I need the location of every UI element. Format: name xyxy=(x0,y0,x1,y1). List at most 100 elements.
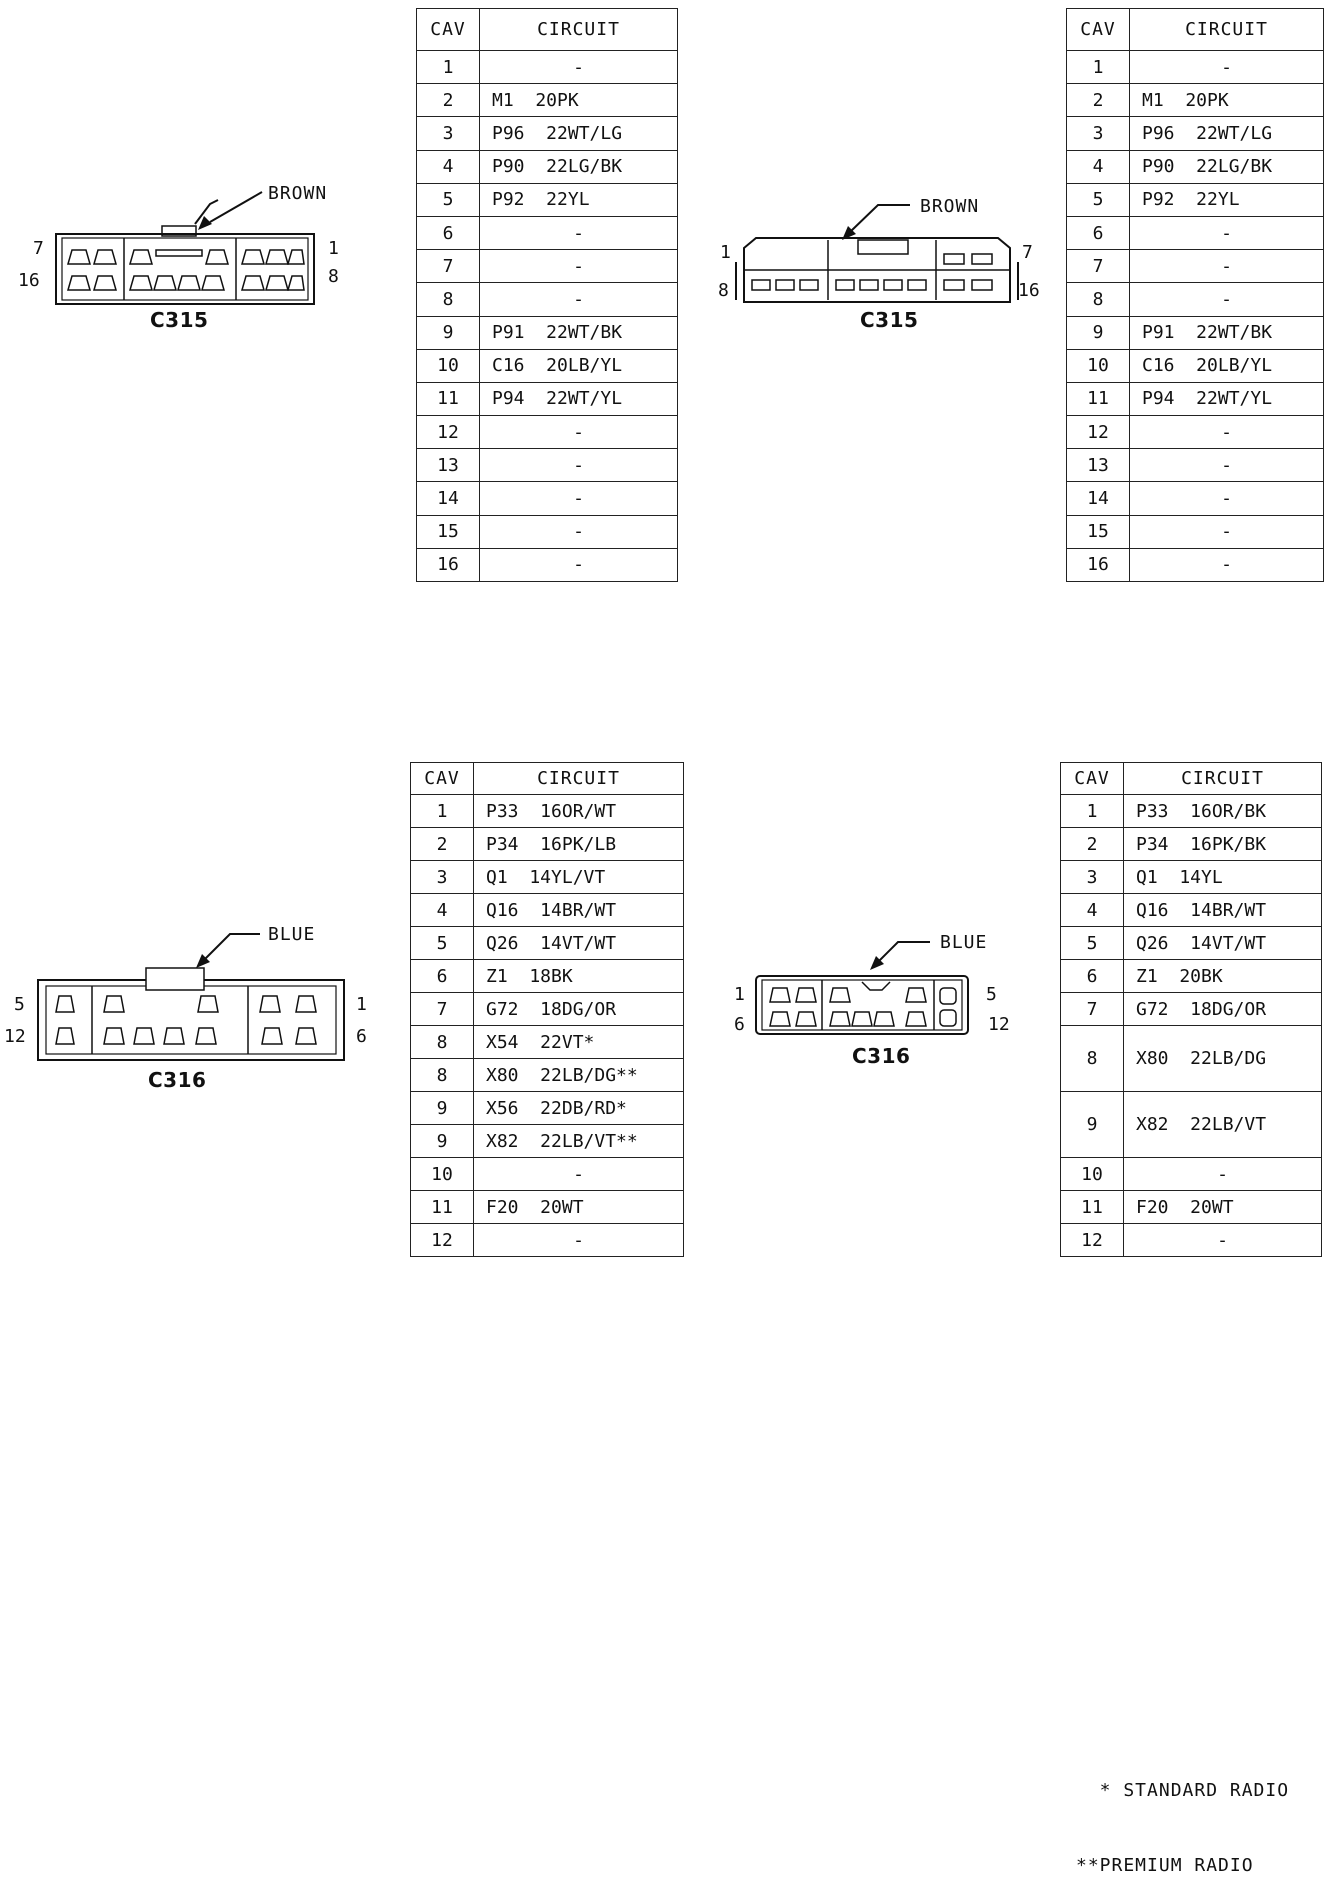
table-row: 13- xyxy=(416,448,678,483)
circuit-cell: P91 22WT/BK xyxy=(479,315,678,350)
circuit-cell: F20 20WT xyxy=(473,1190,684,1224)
connector-c315-face-icon xyxy=(55,191,315,305)
cav-cell: 6 xyxy=(410,959,474,993)
cav-cell: 16 xyxy=(416,547,480,583)
column-header-circuit: CIRCUIT xyxy=(479,8,678,51)
cav-cell: 6 xyxy=(1060,959,1124,993)
cav-cell: 4 xyxy=(1066,149,1130,184)
table-row: 10- xyxy=(1060,1157,1322,1191)
cav-cell: 10 xyxy=(1060,1157,1124,1191)
pin-label: 1 xyxy=(720,242,731,263)
table-row: 15- xyxy=(1066,514,1324,549)
table-row: 14- xyxy=(416,481,678,516)
connector-c315-face-icon xyxy=(735,204,1019,303)
cav-cell: 9 xyxy=(1060,1091,1124,1158)
table-row: 12- xyxy=(416,415,678,450)
cav-cell: 16 xyxy=(1066,547,1130,583)
cav-cell: 2 xyxy=(416,83,480,118)
cav-cell: 2 xyxy=(1060,827,1124,861)
pin-label: 1 xyxy=(356,994,367,1015)
circuit-cell: - xyxy=(479,415,678,450)
table-row: 14- xyxy=(1066,481,1324,516)
circuit-cell: Z1 18BK xyxy=(473,959,684,993)
pin-label: 16 xyxy=(1018,280,1040,301)
pin-label: 1 xyxy=(734,984,745,1005)
pin-label: 1 xyxy=(328,238,339,259)
connector-color-label: BROWN xyxy=(268,183,328,204)
cav-cell: 2 xyxy=(410,827,474,861)
circuit-cell: Q26 14VT/WT xyxy=(473,926,684,960)
circuit-cell: X82 22LB/VT xyxy=(1123,1091,1322,1158)
cav-cell: 15 xyxy=(416,514,480,549)
circuit-cell: X56 22DB/RD* xyxy=(473,1091,684,1125)
cav-cell: 5 xyxy=(1066,182,1130,217)
connector-color-label: BROWN xyxy=(920,196,980,217)
table-row: 8- xyxy=(1066,282,1324,317)
legend-standard-radio: * STANDARD RADIO xyxy=(1076,1780,1290,1801)
cav-cell: 3 xyxy=(1060,860,1124,894)
cav-cell: 4 xyxy=(1060,893,1124,927)
circuit-cell: - xyxy=(479,514,678,549)
circuit-cell: - xyxy=(1129,249,1324,284)
legend-premium-radio: **PREMIUM RADIO xyxy=(1076,1855,1254,1876)
cav-cell: 8 xyxy=(1066,282,1130,317)
cav-cell: 7 xyxy=(1060,992,1124,1026)
column-header-circuit: CIRCUIT xyxy=(1129,8,1324,51)
column-header-circuit: CIRCUIT xyxy=(473,762,684,795)
column-header-cav: CAV xyxy=(1066,8,1130,51)
cav-cell: 7 xyxy=(410,992,474,1026)
circuit-cell: P34 16PK/LB xyxy=(473,827,684,861)
pin-label: 5 xyxy=(986,984,997,1005)
circuit-cell: C16 20LB/YL xyxy=(1129,348,1324,383)
pin-label: 5 xyxy=(14,994,25,1015)
cav-cell: 1 xyxy=(1066,49,1130,85)
circuit-cell: Q1 14YL xyxy=(1123,860,1322,894)
pin-label: 12 xyxy=(4,1026,26,1047)
cav-cell: 1 xyxy=(410,794,474,828)
table-row: 12- xyxy=(1060,1223,1322,1257)
cav-cell: 12 xyxy=(1060,1223,1124,1257)
cav-cell: 14 xyxy=(416,481,480,516)
table-row: 16- xyxy=(1066,547,1324,583)
circuit-cell: P96 22WT/LG xyxy=(1129,116,1324,151)
cav-cell: 13 xyxy=(1066,448,1130,483)
cav-cell: 8 xyxy=(1060,1025,1124,1092)
circuit-cell: - xyxy=(479,481,678,516)
pin-label: 16 xyxy=(18,270,40,291)
circuit-cell: P94 22WT/YL xyxy=(1129,381,1324,417)
pin-label: 8 xyxy=(718,280,729,301)
circuit-cell: P90 22LG/BK xyxy=(479,149,678,184)
circuit-cell: X80 22LB/DG** xyxy=(473,1058,684,1092)
circuit-cell: - xyxy=(1123,1223,1322,1257)
circuit-cell: - xyxy=(1129,49,1324,85)
cav-cell: 14 xyxy=(1066,481,1130,516)
circuit-cell: P34 16PK/BK xyxy=(1123,827,1322,861)
circuit-cell: - xyxy=(1129,481,1324,516)
cav-cell: 6 xyxy=(416,215,480,251)
footnote-legend: * STANDARD RADIO **PREMIUM RADIO xyxy=(1076,1728,1289,1903)
